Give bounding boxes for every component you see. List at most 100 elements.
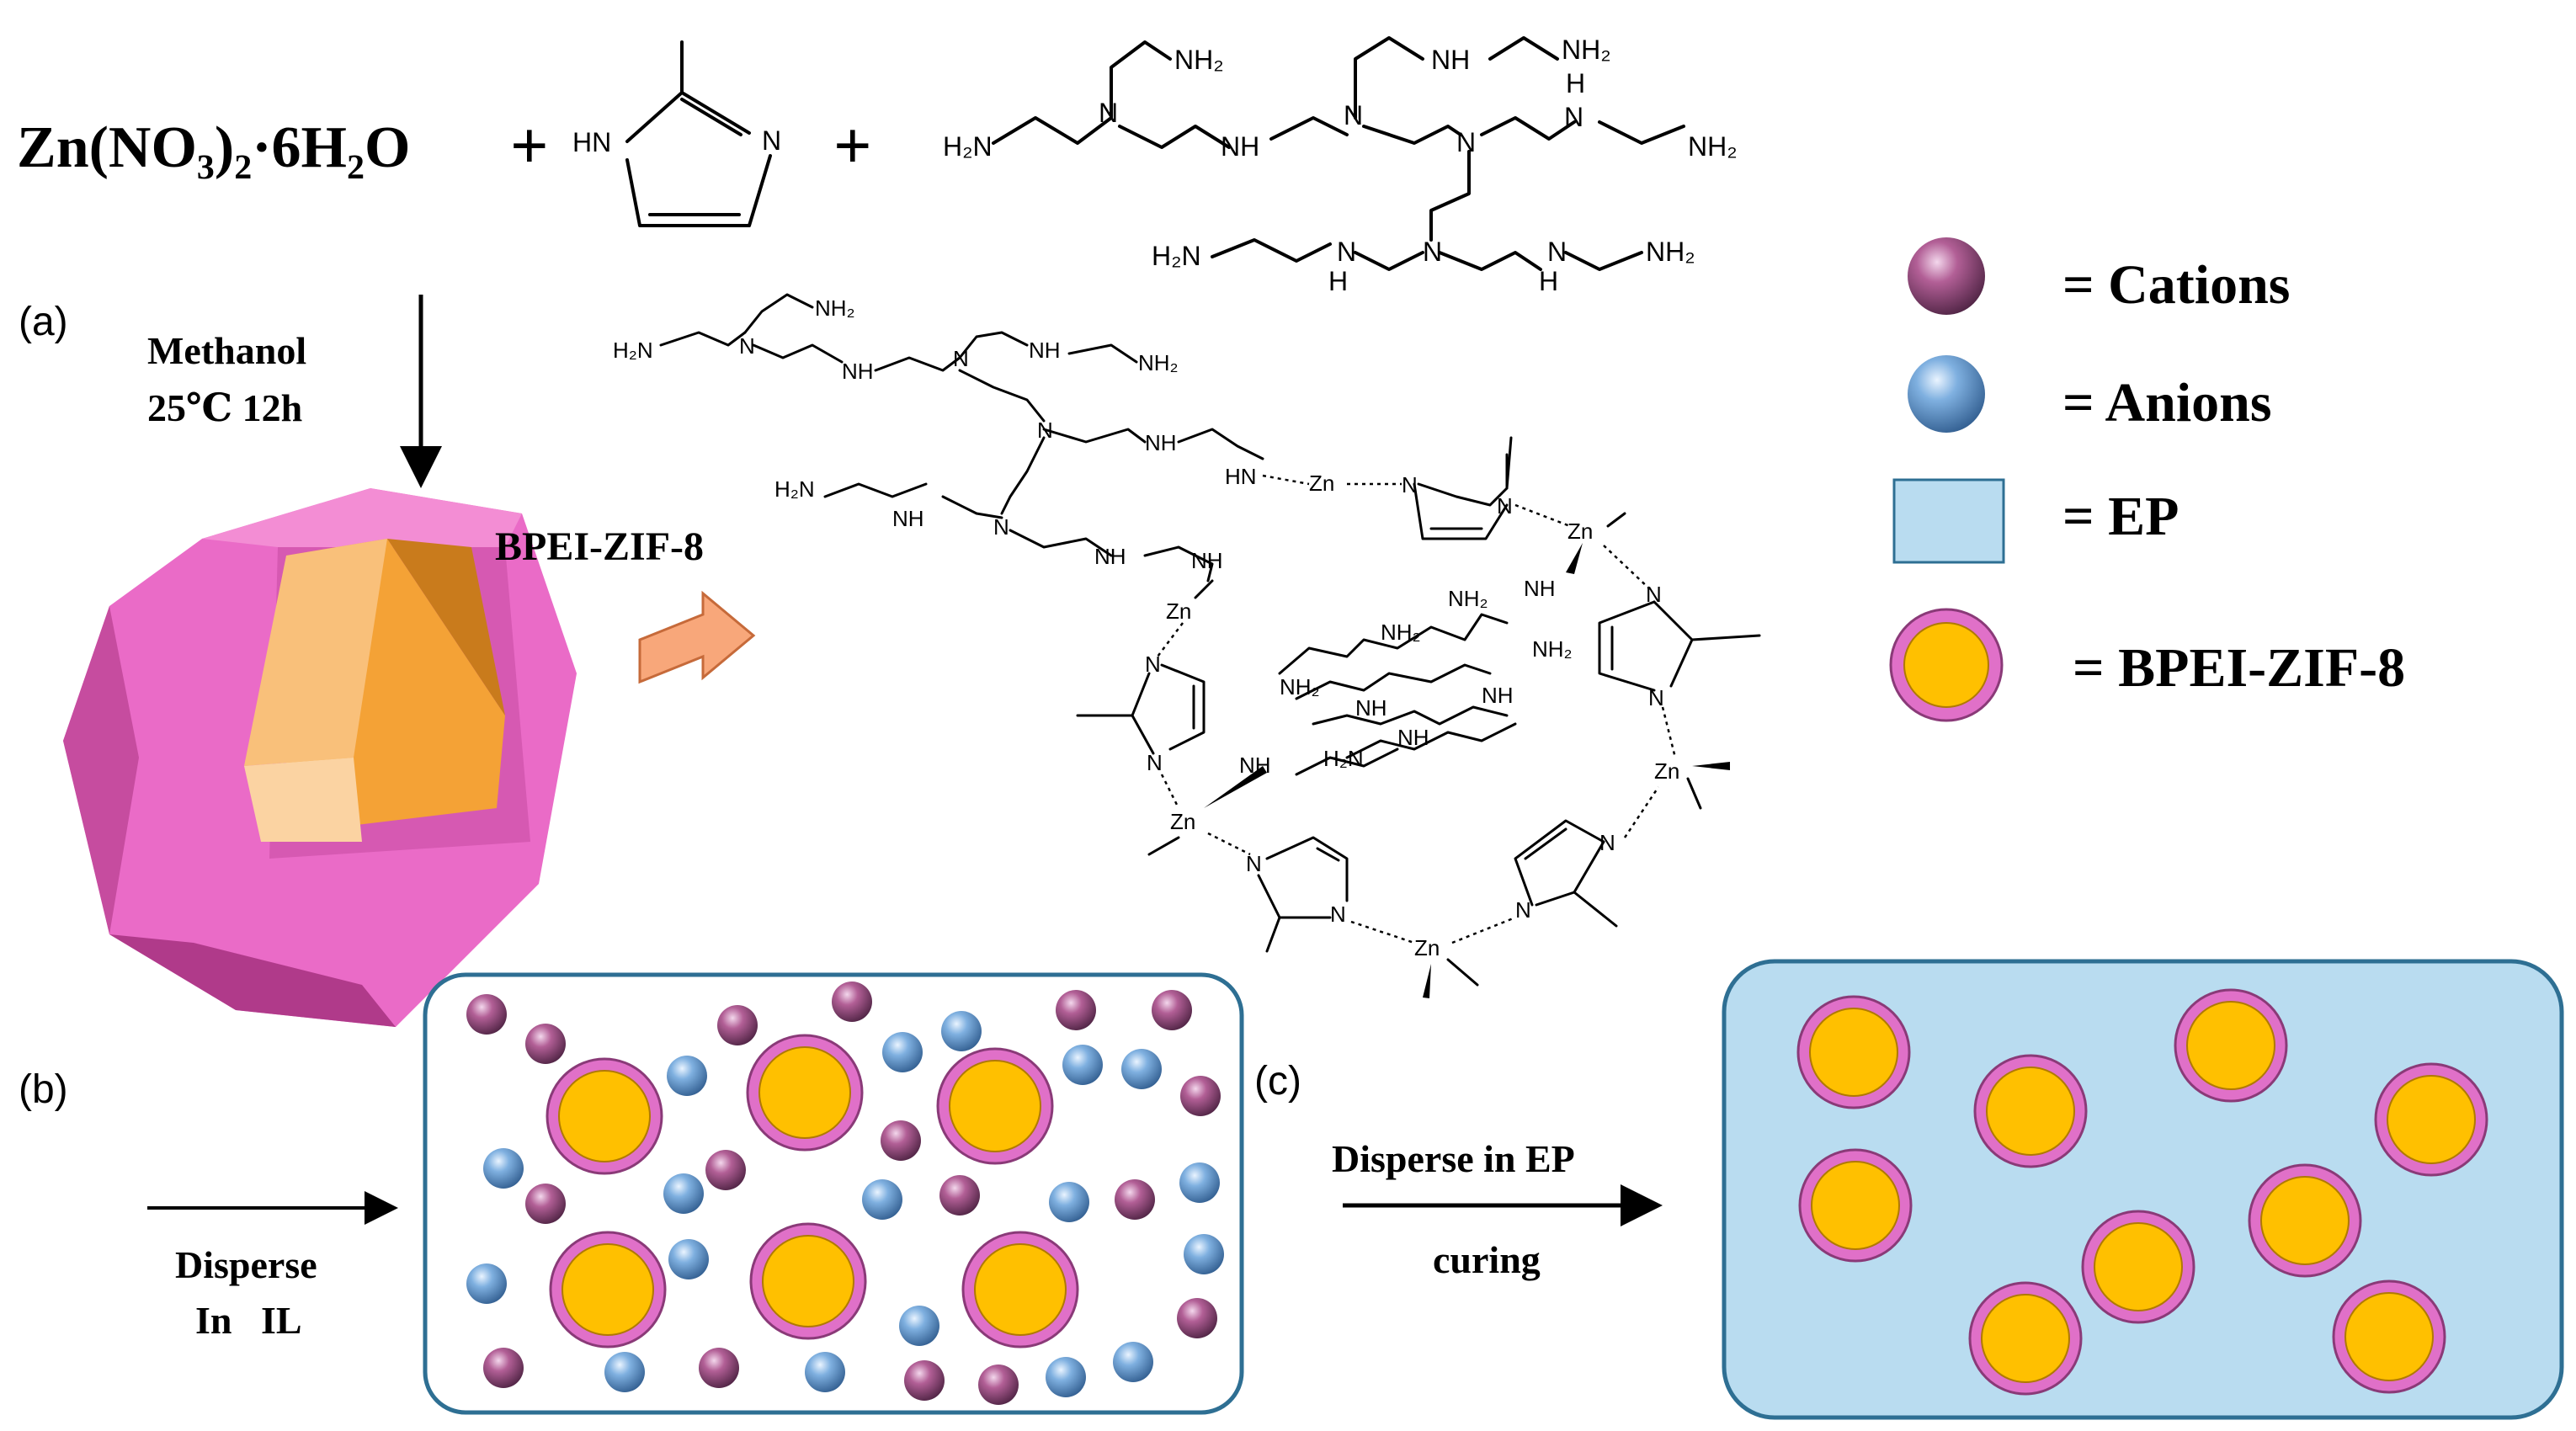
step-b-line1: Disperse xyxy=(175,1243,317,1286)
ep-bpei-zif8-particle-5-core xyxy=(2260,1176,2350,1265)
anion-sphere-34 xyxy=(1113,1342,1153,1382)
net-nh-9: NH xyxy=(1482,683,1514,708)
net-n-12: N xyxy=(1330,902,1346,927)
legend: = Cations = Anions = EP = BPEI-ZIF-8 xyxy=(1889,237,2405,722)
anion-sphere-17 xyxy=(862,1179,902,1220)
net-nh-1: NH xyxy=(842,359,874,384)
cation-sphere-1 xyxy=(525,1024,566,1064)
ep-bpei-zif8-particle-4-core xyxy=(1811,1161,1900,1250)
net-nh2-2: NH₂ xyxy=(1138,350,1179,375)
net-zn-3: Zn xyxy=(1654,758,1679,784)
cation-sphere-18 xyxy=(939,1175,980,1216)
cation-sphere-31 xyxy=(904,1360,945,1401)
anion-sphere-22 xyxy=(466,1263,507,1304)
cation-sphere-7 xyxy=(1056,990,1096,1030)
cation-sphere-0 xyxy=(466,994,507,1035)
anion-sphere-23 xyxy=(668,1239,709,1279)
step-c-line1: Disperse in EP xyxy=(1332,1137,1575,1180)
net-zn-1: Zn xyxy=(1309,471,1334,496)
net-nh-3: NH xyxy=(1145,430,1177,455)
imidazole-hn-label: HN xyxy=(572,127,611,157)
cation-sphere-4 xyxy=(832,981,872,1022)
anion-sphere-27 xyxy=(604,1352,645,1392)
ep-composite-particles xyxy=(1796,988,2488,1396)
cation-sphere-8 xyxy=(1152,990,1192,1030)
zn-salt-formula: Zn(NO₃)₂·6H₂O xyxy=(17,115,410,180)
bpei-n-3: N xyxy=(1456,127,1476,157)
legend-cation-swatch xyxy=(1908,237,1985,315)
net-nh-10: NH xyxy=(1397,725,1429,750)
net-nh2-4: NH₂ xyxy=(1448,586,1488,611)
step-a-line1: Methanol xyxy=(147,329,306,372)
ionic-liquid-particles xyxy=(546,1034,1079,1349)
net-nh-2: NH xyxy=(1029,338,1061,363)
bpei-h-3: H xyxy=(1539,266,1558,296)
net-n-10: N xyxy=(1147,750,1163,775)
bpei-h2n-1: H₂N xyxy=(943,131,993,162)
bpei-n-6: N xyxy=(1423,237,1442,267)
panel-label-a: (a) xyxy=(19,300,68,344)
bpei-nh-1: NH xyxy=(1221,131,1259,162)
bpei-nh2-4: NH₂ xyxy=(1646,237,1695,267)
bpei-zif8-particle-0-core xyxy=(558,1070,651,1162)
panel-label-b: (b) xyxy=(19,1067,68,1112)
imidazole-n-label: N xyxy=(762,125,781,156)
cation-sphere-15 xyxy=(705,1150,746,1190)
net-n-8: N xyxy=(1648,685,1664,710)
bpei-nh2-2: NH₂ xyxy=(1562,35,1611,65)
ep-bpei-zif8-particle-3-core xyxy=(2387,1075,2476,1164)
ep-bpei-zif8-particle-1-core xyxy=(2186,1001,2275,1090)
ep-bpei-zif8-particle-7-core xyxy=(1981,1294,2070,1383)
net-n-14: N xyxy=(1599,830,1615,855)
bpei-n-2: N xyxy=(1344,100,1363,130)
net-nh-7: NH xyxy=(1524,576,1556,601)
net-n-13: N xyxy=(1515,897,1531,923)
legend-ep-label: = EP xyxy=(2062,486,2179,547)
bpei-zif8-particle-5-core xyxy=(974,1243,1067,1336)
net-n-6: N xyxy=(1497,493,1513,519)
anion-sphere-10 xyxy=(1121,1049,1162,1089)
coordination-network: H₂N N NH₂ NH N NH NH₂ N NH HN H₂N NH N N… xyxy=(613,293,1761,998)
plus-sign-1: + xyxy=(510,109,549,184)
anion-sphere-33 xyxy=(1046,1357,1086,1397)
bpei-h-1: H xyxy=(1566,68,1585,98)
bpei-zif8-particle-1-core xyxy=(758,1046,851,1139)
step-c-line2: curing xyxy=(1433,1238,1541,1281)
bpei-n-1: N xyxy=(1099,98,1118,128)
cation-sphere-13 xyxy=(525,1184,566,1224)
net-nh-11: NH xyxy=(1239,753,1271,778)
bpei-structure: H₂N N NH₂ NH N NH NH₂ N H N NH₂ H₂N N H … xyxy=(943,35,1738,296)
bpei-h2n-2: H₂N xyxy=(1152,241,1201,271)
step-b-line2: In IL xyxy=(195,1299,302,1342)
net-nh-6: NH xyxy=(1191,548,1223,573)
ep-bpei-zif8-particle-0-core xyxy=(1809,1008,1898,1097)
cation-sphere-16 xyxy=(881,1120,921,1161)
ep-bpei-zif8-particle-2-core xyxy=(1986,1067,2075,1156)
ep-bpei-zif8-particle-6-core xyxy=(2094,1222,2183,1311)
anion-sphere-2 xyxy=(667,1056,707,1096)
anion-sphere-19 xyxy=(1049,1182,1089,1222)
net-nh2-5: NH₂ xyxy=(1280,674,1320,700)
ionic-liquid-ions xyxy=(466,981,1224,1405)
net-n-7: N xyxy=(1646,582,1662,607)
cation-sphere-25 xyxy=(1177,1298,1217,1338)
legend-bpei-zif8-core xyxy=(1903,622,1989,708)
bpei-h-2: H xyxy=(1328,266,1348,296)
cation-sphere-3 xyxy=(717,1005,758,1045)
product-label: BPEI-ZIF-8 xyxy=(495,524,704,569)
net-zn-4: Zn xyxy=(1166,598,1191,624)
net-zn-2: Zn xyxy=(1567,519,1593,544)
cation-sphere-32 xyxy=(978,1365,1019,1405)
net-nh-4: NH xyxy=(892,506,924,531)
net-n-9: N xyxy=(1145,652,1161,677)
methylimidazole-structure: HN N xyxy=(572,40,781,227)
legend-cation-label: = Cations xyxy=(2062,254,2290,316)
net-nh2-3: NH₂ xyxy=(1381,620,1421,645)
net-n-1: N xyxy=(739,333,755,359)
anion-sphere-21 xyxy=(1179,1162,1220,1203)
anion-sphere-30 xyxy=(899,1306,939,1346)
net-h2n-2: H₂N xyxy=(774,476,815,502)
panel-label-c: (c) xyxy=(1254,1059,1301,1104)
cation-sphere-28 xyxy=(699,1348,739,1388)
